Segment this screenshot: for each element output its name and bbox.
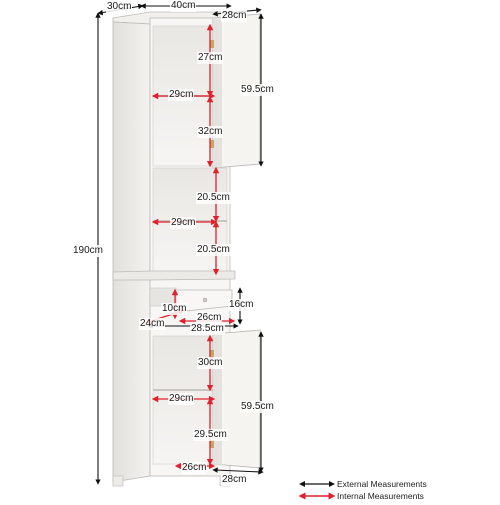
int-open-width-label: 29cm [170, 217, 197, 229]
int-lower-top-label: 30cm [197, 357, 224, 369]
ext-depth-label: 30cm [106, 1, 133, 13]
drawer-knob [202, 297, 208, 303]
ext-width-label: 40cm [170, 0, 197, 12]
ext-base-width-label: 28.5cm [190, 323, 225, 335]
ext-upper-door-height-label: 59.5cm [240, 84, 275, 96]
legend-internal-label: Internal Measurements [337, 491, 424, 501]
upper-door-edge [213, 18, 222, 168]
lower-door-edge [213, 334, 222, 465]
int-lower-width-label: 29cm [168, 393, 195, 405]
foot-left [112, 475, 124, 487]
int-drawer-height-label: 10cm [161, 303, 188, 315]
int-upper-bottom-label: 32cm [197, 126, 224, 138]
ext-lower-door-width-arrow [212, 467, 264, 475]
legend-external-label: External Measurements [337, 479, 427, 489]
int-upper-top-label: 27cm [197, 52, 224, 64]
ext-drawer-height-label: 16cm [228, 299, 255, 311]
int-lower-bottom-width-label: 26cm [181, 462, 208, 474]
ext-lower-door-width-label: 28cm [221, 474, 248, 486]
int-open-lower-label: 20.5cm [196, 244, 231, 256]
int-drawer-depth-label: 24cm [139, 318, 166, 330]
left-side-panel [112, 21, 151, 483]
int-drawer-width-label: 26cm [196, 312, 223, 324]
ext-upper-door-width-label: 28cm [221, 10, 248, 22]
ext-height-label: 190cm [72, 245, 105, 257]
ext-lower-door-height-label: 59.5cm [240, 401, 275, 413]
int-upper-width-label: 29cm [168, 89, 195, 101]
int-lower-bottom-label: 29.5cm [193, 429, 228, 441]
counter-ledge [112, 270, 236, 281]
int-open-upper-label: 20.5cm [196, 192, 231, 204]
